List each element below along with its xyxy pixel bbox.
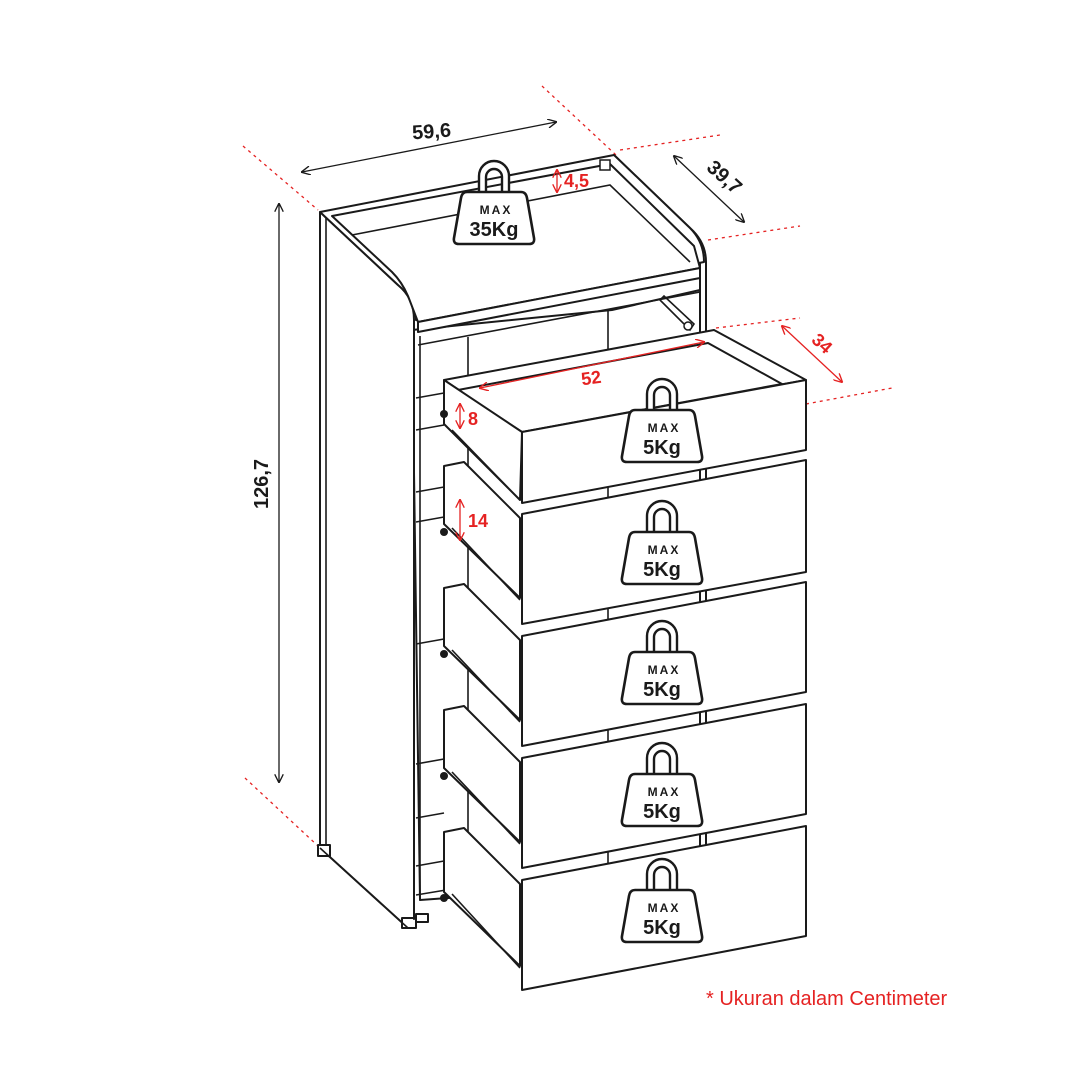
dimension-drawer-height: 14 bbox=[460, 500, 488, 540]
height-label: 126,7 bbox=[251, 459, 273, 509]
dimension-width: 59,6 bbox=[302, 120, 556, 172]
max-label: MAX bbox=[480, 203, 513, 217]
dimension-top-rim: 4,5 bbox=[557, 170, 589, 192]
top-rim-label: 4,5 bbox=[564, 171, 589, 191]
depth-label: 39,7 bbox=[702, 156, 746, 198]
guide-lines bbox=[242, 85, 893, 847]
unit-note: * Ukuran dalam Centimeter bbox=[706, 988, 948, 1010]
max-label: MAX bbox=[648, 663, 681, 677]
dimension-depth: 39,7 bbox=[674, 156, 746, 222]
weight-value: 35Kg bbox=[470, 219, 519, 241]
width-label: 59,6 bbox=[411, 120, 451, 145]
weight-icon-drawer-2: MAX 5Kg bbox=[620, 499, 704, 586]
weight-icon-drawer-4: MAX 5Kg bbox=[620, 741, 704, 828]
max-label: MAX bbox=[648, 543, 681, 557]
weight-icon-drawer-3: MAX 5Kg bbox=[620, 619, 704, 706]
weight-icon-drawer-1: MAX 5Kg bbox=[620, 377, 704, 464]
drawer-height-label: 14 bbox=[468, 511, 488, 531]
dimension-height: 126,7 bbox=[251, 204, 279, 782]
max-label: MAX bbox=[648, 901, 681, 915]
dimension-drawer-width: 52 bbox=[480, 342, 704, 389]
drawer-top-label: 8 bbox=[468, 409, 478, 429]
drawer-width-label: 52 bbox=[580, 367, 603, 390]
dimension-drawer-top: 8 bbox=[460, 404, 478, 429]
max-label: MAX bbox=[648, 785, 681, 799]
weight-value: 5Kg bbox=[643, 679, 681, 701]
weight-icon-drawer-5: MAX 5Kg bbox=[620, 857, 704, 944]
side-slots bbox=[415, 392, 445, 867]
weight-value: 5Kg bbox=[643, 917, 681, 939]
max-label: MAX bbox=[648, 421, 681, 435]
weight-value: 5Kg bbox=[643, 801, 681, 823]
weight-value: 5Kg bbox=[643, 559, 681, 581]
weight-value: 5Kg bbox=[643, 437, 681, 459]
weight-icon-top: MAX 35Kg bbox=[452, 159, 536, 246]
